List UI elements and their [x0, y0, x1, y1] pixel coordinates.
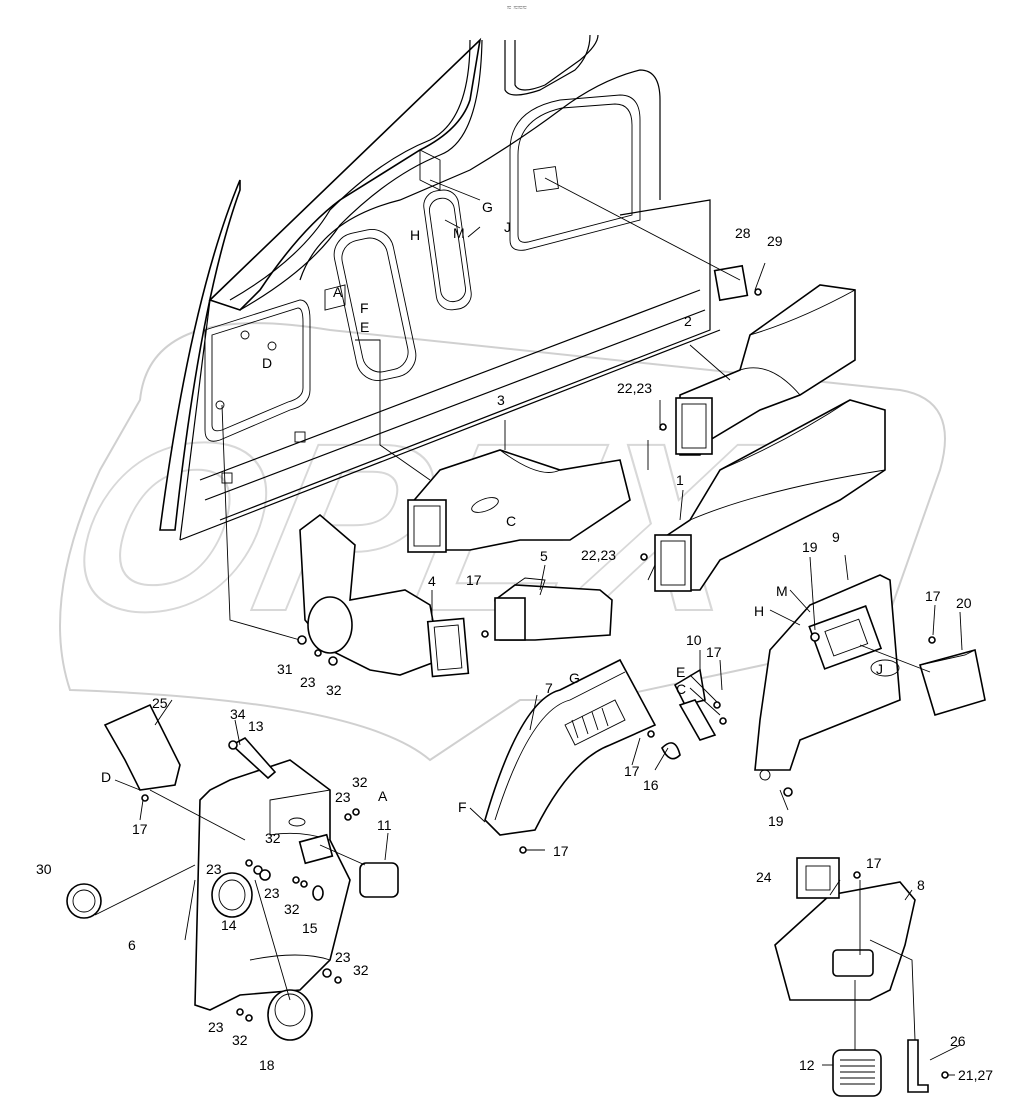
panel-9	[754, 574, 901, 781]
label-19b: 19	[768, 813, 784, 829]
label-17b: 17	[706, 644, 722, 660]
pad-28	[713, 264, 749, 302]
label-D1: D	[262, 355, 272, 371]
label-32a: 32	[326, 682, 342, 698]
label-1: 1	[676, 472, 684, 488]
label-11: 11	[377, 817, 392, 833]
grille-12	[832, 1049, 882, 1097]
label-22-23b: 22,23	[581, 547, 616, 563]
part-11	[359, 862, 399, 898]
label-23a: 23	[300, 674, 316, 690]
label-17f: 17	[553, 843, 569, 859]
label-29: 29	[767, 233, 783, 249]
label-M2: M	[776, 583, 788, 599]
label-32b: 32	[352, 774, 368, 790]
bracket-26	[907, 1039, 929, 1093]
label-7: 7	[545, 680, 553, 696]
fasteners	[141, 288, 949, 1079]
label-23d: 23	[264, 885, 280, 901]
label-F1: F	[360, 300, 369, 316]
label-32d: 32	[284, 901, 300, 917]
label-23f: 23	[208, 1019, 224, 1035]
label-C2: C	[676, 681, 686, 697]
ring-30	[66, 883, 102, 919]
header-mark: ≈ ≈≈≈	[507, 3, 527, 12]
part-16	[661, 742, 681, 760]
label-8: 8	[917, 877, 925, 893]
label-J1: J	[504, 219, 511, 235]
label-G2: G	[569, 670, 580, 686]
label-H1: H	[410, 227, 420, 243]
part-20	[918, 649, 986, 716]
label-J2: J	[876, 661, 883, 677]
label-17d: 17	[925, 588, 941, 604]
duct-4	[299, 513, 470, 678]
bracket-10	[673, 668, 717, 741]
label-24: 24	[756, 869, 772, 885]
label-10: 10	[686, 632, 702, 648]
label-17a: 17	[466, 572, 482, 588]
ring-18	[267, 989, 313, 1041]
label-18: 18	[259, 1057, 275, 1073]
label-17e: 17	[132, 821, 148, 837]
label-3: 3	[497, 392, 505, 408]
label-14: 14	[221, 917, 237, 933]
label-17g: 17	[866, 855, 882, 871]
label-2: 2	[684, 313, 692, 329]
label-17c: 17	[624, 763, 640, 779]
label-34: 34	[230, 706, 246, 722]
label-32e: 32	[353, 962, 369, 978]
label-32f: 32	[232, 1032, 248, 1048]
label-28: 28	[735, 225, 751, 241]
label-26: 26	[950, 1033, 966, 1049]
duct-2	[675, 284, 856, 456]
label-12: 12	[799, 1057, 815, 1073]
label-5: 5	[540, 548, 548, 564]
label-G1: G	[482, 199, 493, 215]
label-9: 9	[832, 529, 840, 545]
label-A1: A	[333, 284, 343, 300]
cab-frame	[159, 34, 721, 541]
duct-1	[654, 399, 886, 592]
label-23c: 23	[206, 861, 222, 877]
label-15: 15	[302, 920, 318, 936]
label-22-23a: 22,23	[617, 380, 652, 396]
label-23b: 23	[335, 789, 351, 805]
panel-8	[774, 881, 916, 1001]
label-25: 25	[152, 695, 168, 711]
leader-lines	[94, 177, 963, 1076]
label-31: 31	[277, 661, 293, 677]
label-E2: E	[676, 664, 685, 680]
panel-6	[194, 759, 351, 1011]
label-16: 16	[643, 777, 659, 793]
duct-5	[494, 577, 613, 641]
label-C1: C	[506, 513, 516, 529]
duct-7	[484, 658, 657, 836]
label-M1: M	[453, 225, 465, 241]
callout-labels: 1 2 3 4 5 6 7 8 9 10 11 12 13 14 15 16 1…	[36, 199, 993, 1083]
label-4: 4	[428, 573, 436, 589]
label-19a: 19	[802, 539, 818, 555]
label-21-27: 21,27	[958, 1067, 993, 1083]
label-20: 20	[956, 595, 972, 611]
label-E1: E	[360, 319, 369, 335]
bracket-25	[103, 703, 181, 791]
label-30: 30	[36, 861, 52, 877]
label-H2: H	[754, 603, 764, 619]
bracket-13	[230, 736, 277, 780]
label-F2: F	[458, 799, 467, 815]
label-D2: D	[101, 769, 111, 785]
label-6: 6	[128, 937, 136, 953]
pad-24	[796, 857, 840, 899]
label-23e: 23	[335, 949, 351, 965]
label-13: 13	[248, 718, 264, 734]
label-32c: 32	[265, 830, 281, 846]
label-A2: A	[378, 788, 388, 804]
duct-3	[407, 449, 631, 553]
